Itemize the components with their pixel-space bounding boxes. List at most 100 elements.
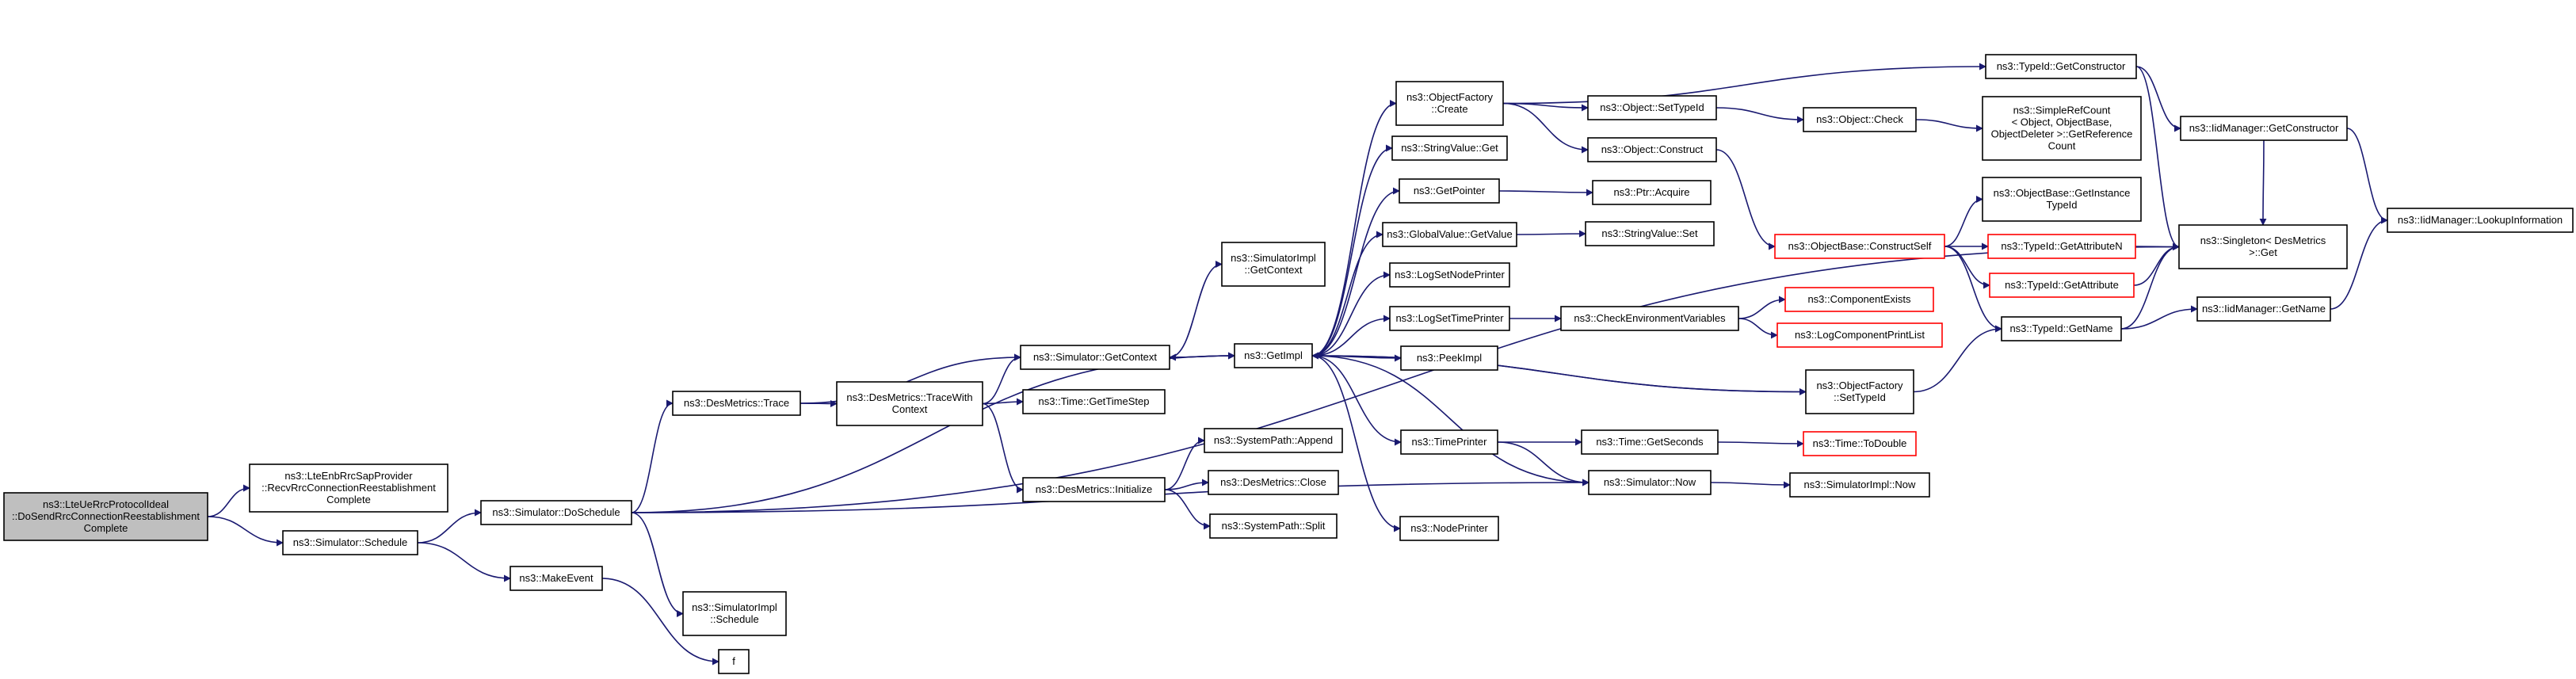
node-type-id-get-constructor[interactable]: ns3::TypeId::GetConstructor <box>1985 54 2137 79</box>
node-label-line: ns3::TypeId::GetName <box>2009 322 2112 334</box>
node-label-line: ns3::GlobalValue::GetValue <box>1387 228 1513 240</box>
node-box <box>282 530 418 555</box>
node-singleton-get[interactable]: ns3::Singleton< DesMetrics >::Get <box>2178 224 2348 269</box>
node-ptr-acquire[interactable]: ns3::Ptr::Acquire <box>1592 180 1712 205</box>
node-sim-impl-get-context[interactable]: ns3::SimulatorImpl::GetContext <box>1221 242 1326 287</box>
node-label-line: ::SetTypeId <box>1834 391 1886 403</box>
node-box <box>1399 178 1500 204</box>
node-label-line: ns3::Ptr::Acquire <box>1613 186 1689 198</box>
node-type-id-get-attribute[interactable]: ns3::TypeId::GetAttribute <box>1989 273 2135 298</box>
node-schedule[interactable]: ns3::Simulator::Schedule <box>282 530 418 555</box>
node-do-schedule[interactable]: ns3::Simulator::DoSchedule <box>480 500 632 525</box>
node-get-time-step[interactable]: ns3::Time::GetTimeStep <box>1022 389 1166 414</box>
node-label-line: Context <box>892 403 928 415</box>
node-log-set-time-printer[interactable]: ns3::LogSetTimePrinter <box>1389 306 1510 331</box>
edge-obj-set-type-id-to-obj-check <box>1715 107 1804 124</box>
node-label-line: f <box>732 655 735 667</box>
edge-time-printer-to-sim-now <box>1497 441 1589 486</box>
node-sim-impl-schedule[interactable]: ns3::SimulatorImpl::Schedule <box>682 591 787 636</box>
node-sys-append[interactable]: ns3::SystemPath::Append <box>1204 428 1343 453</box>
edge-type-id-get-attribute-n-to-singleton-get <box>2135 242 2180 250</box>
node-box <box>836 381 983 426</box>
node-time-printer[interactable]: ns3::TimePrinter <box>1400 429 1498 455</box>
node-label-line: Count <box>2048 140 2076 152</box>
node-label-line: ns3::TypeId::GetAttributeN <box>2001 240 2122 252</box>
node-box <box>1585 221 1715 246</box>
node-box <box>1395 81 1504 126</box>
node-label-line: ns3::SimulatorImpl <box>692 601 777 613</box>
node-label-line: ns3::IidManager::GetConstructor <box>2189 122 2339 134</box>
node-label-line: ns3::Object::Construct <box>1601 143 1704 155</box>
edge-get-impl-to-node-printer <box>1311 355 1401 532</box>
node-obj-base-construct-self[interactable]: ns3::ObjectBase::ConstructSelf <box>1774 234 1945 259</box>
edge-iid-get-name-to-iid-lookup <box>2330 216 2388 310</box>
node-label-line: ns3::IidManager::GetName <box>2202 303 2326 315</box>
node-simple-ref-count[interactable]: ns3::SimpleRefCount< Object, ObjectBase,… <box>1982 96 2142 161</box>
edge-check-env-to-log-component-print-list <box>1738 318 1778 339</box>
node-f[interactable]: f <box>718 649 750 674</box>
edge-get-impl-to-log-set-time-printer <box>1311 315 1391 357</box>
edge-obj-construct-to-obj-base-construct-self <box>1715 149 1776 250</box>
node-sim-now[interactable]: ns3::Simulator::Now <box>1588 470 1712 495</box>
node-sys-split[interactable]: ns3::SystemPath::Split <box>1209 513 1338 539</box>
node-recv-rrc[interactable]: ns3::LteEnbRrcSapProvider::RecvRrcConnec… <box>249 463 448 513</box>
node-obj-factory-create[interactable]: ns3::ObjectFactory::Create <box>1395 81 1504 126</box>
node-des-init[interactable]: ns3::DesMetrics::Initialize <box>1022 477 1166 502</box>
node-global-get-value[interactable]: ns3::GlobalValue::GetValue <box>1382 222 1517 247</box>
node-label-line: ObjectDeleter >::GetReference <box>1991 128 2133 140</box>
node-check-env[interactable]: ns3::CheckEnvironmentVariables <box>1560 306 1739 331</box>
node-des-trace[interactable]: ns3::DesMetrics::Trace <box>672 391 801 416</box>
node-time-to-double[interactable]: ns3::Time::ToDouble <box>1803 431 1917 456</box>
node-box <box>1382 222 1517 247</box>
node-label-line: ns3::SimulatorImpl::Now <box>1804 479 1916 490</box>
nodes-layer: ns3::LteUeRrcProtocolIdeal::DoSendRrcCon… <box>3 54 2574 674</box>
edge-check-env-to-component-exists <box>1738 296 1786 319</box>
node-make-event[interactable]: ns3::MakeEvent <box>509 566 603 591</box>
node-label-line: ns3::NodePrinter <box>1410 522 1488 534</box>
node-box <box>1587 137 1717 162</box>
node-string-value-set[interactable]: ns3::StringValue::Set <box>1585 221 1715 246</box>
node-label-line: ns3::DesMetrics::Trace <box>684 397 789 409</box>
node-string-value-get[interactable]: ns3::StringValue::Get <box>1391 135 1508 161</box>
node-box <box>1776 322 1943 348</box>
node-iid-get-name[interactable]: ns3::IidManager::GetName <box>2196 296 2331 322</box>
node-box <box>718 649 750 674</box>
edge-des-init-to-sys-append <box>1164 437 1205 490</box>
node-get-impl[interactable]: ns3::GetImpl <box>1234 343 1313 368</box>
node-sim-impl-now[interactable]: ns3::SimulatorImpl::Now <box>1789 472 1930 498</box>
node-component-exists[interactable]: ns3::ComponentExists <box>1784 287 1934 312</box>
node-label-line: ns3::ObjectFactory <box>1406 91 1494 103</box>
node-get-context[interactable]: ns3::Simulator::GetContext <box>1020 345 1170 370</box>
node-iid-lookup[interactable]: ns3::IidManager::LookupInformation <box>2387 208 2574 233</box>
node-label-line: < Object, ObjectBase, <box>2012 116 2112 128</box>
node-box <box>1389 306 1510 331</box>
node-box <box>672 391 801 416</box>
node-obj-check[interactable]: ns3::Object::Check <box>1803 107 1917 132</box>
node-log-set-node-printer[interactable]: ns3::LogSetNodePrinter <box>1389 262 1510 288</box>
edge-sim-now-to-get-impl <box>1311 352 1589 483</box>
node-type-id-get-attribute-n[interactable]: ns3::TypeId::GetAttributeN <box>1987 234 2136 259</box>
node-label-line: ns3::GetImpl <box>1244 349 1303 361</box>
node-label-line: ns3::SystemPath::Split <box>1222 520 1326 532</box>
node-time-get-seconds[interactable]: ns3::Time::GetSeconds <box>1581 429 1719 455</box>
node-label-line: TypeId <box>2046 199 2077 211</box>
node-label-line: ns3::Simulator::DoSchedule <box>492 506 620 518</box>
node-node-printer[interactable]: ns3::NodePrinter <box>1399 516 1499 541</box>
node-obj-factory-set-type-id[interactable]: ns3::ObjectFactory::SetTypeId <box>1805 369 1914 414</box>
node-des-close[interactable]: ns3::DesMetrics::Close <box>1208 470 1339 495</box>
node-obj-set-type-id[interactable]: ns3::Object::SetTypeId <box>1587 95 1717 120</box>
node-log-component-print-list[interactable]: ns3::LogComponentPrintList <box>1776 322 1943 348</box>
edge-get-context-to-sim-impl-get-context <box>1169 261 1223 358</box>
node-obj-construct[interactable]: ns3::Object::Construct <box>1587 137 1717 162</box>
node-peek-impl[interactable]: ns3::PeekImpl <box>1400 345 1498 371</box>
node-iid-get-constructor[interactable]: ns3::IidManager::GetConstructor <box>2180 116 2348 141</box>
edge-des-init-to-des-close <box>1164 479 1209 490</box>
edge-do-schedule-to-des-trace <box>631 399 674 513</box>
node-type-id-get-name[interactable]: ns3::TypeId::GetName <box>2001 316 2122 341</box>
node-label-line: ns3::SystemPath::Append <box>1214 434 1333 446</box>
node-label-line: ns3::IidManager::LookupInformation <box>2398 214 2563 226</box>
node-get-pointer[interactable]: ns3::GetPointer <box>1399 178 1500 204</box>
